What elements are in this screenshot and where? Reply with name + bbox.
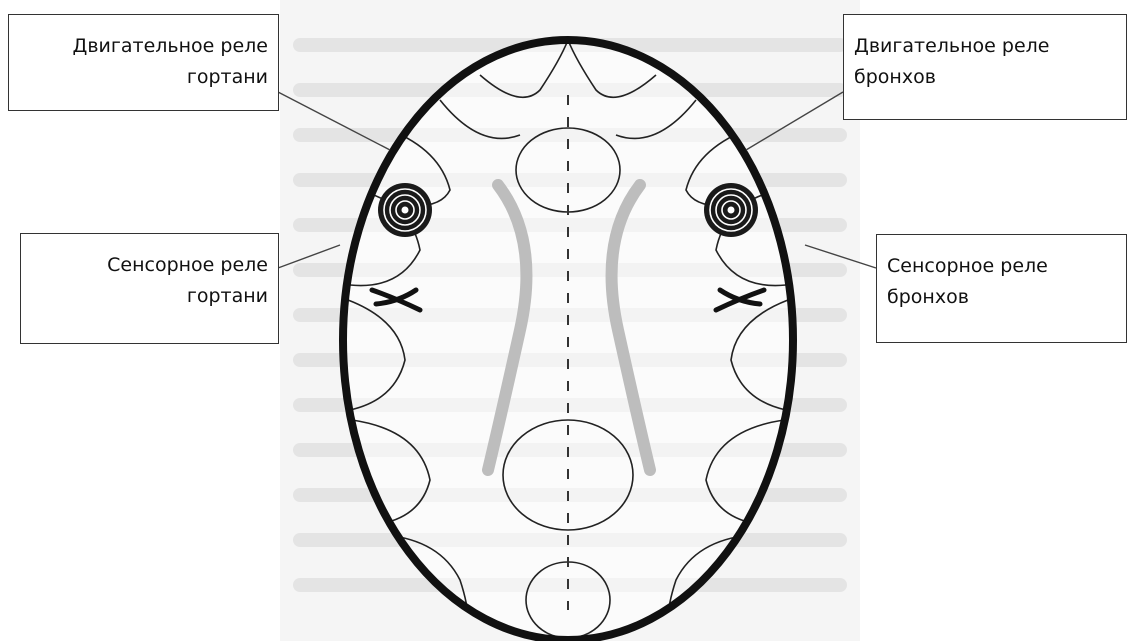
label-motor-relay-larynx: Двигательное реле гортани (8, 14, 279, 111)
label-motor-relay-bronchi-line2: бронхов (854, 62, 1116, 93)
label-sensory-relay-larynx-line2: гортани (31, 281, 268, 312)
label-sensory-relay-bronchi-line1: Сенсорное реле (887, 251, 1116, 282)
label-motor-relay-larynx-line2: гортани (19, 62, 268, 93)
spiral-icon (378, 183, 432, 237)
label-sensory-relay-larynx: Сенсорное реле гортани (20, 233, 279, 344)
label-sensory-relay-larynx-line1: Сенсорное реле (31, 250, 268, 281)
spiral-icon (704, 183, 758, 237)
label-sensory-relay-bronchi-line2: бронхов (887, 282, 1116, 313)
label-motor-relay-larynx-line1: Двигательное реле (19, 31, 268, 62)
label-motor-relay-bronchi-line1: Двигательное реле (854, 31, 1116, 62)
label-sensory-relay-bronchi: Сенсорное реле бронхов (876, 234, 1127, 343)
label-motor-relay-bronchi: Двигательное реле бронхов (843, 14, 1127, 120)
